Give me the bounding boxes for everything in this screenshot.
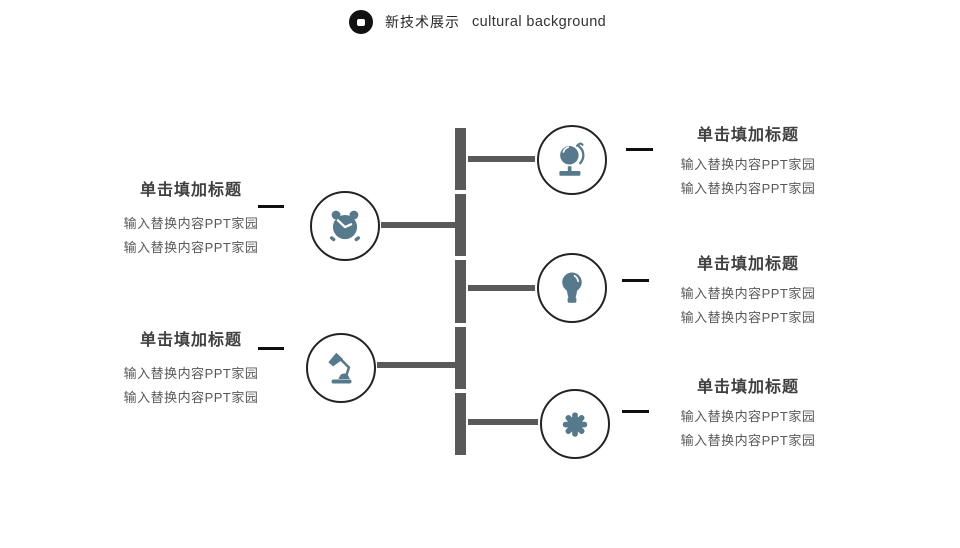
placeholder-body: 输入替换内容PPT家园 输入替换内容PPT家园: [670, 405, 826, 453]
alarm-clock-icon: [324, 205, 366, 247]
connector-line: [377, 362, 456, 368]
placeholder-title: 单击填加标题: [139, 182, 242, 199]
node-circle-gear: [540, 389, 610, 459]
placeholder-body-line: 输入替换内容PPT家园: [680, 433, 816, 448]
text-block-left-1[interactable]: 单击填加标题 输入替换内容PPT家园 输入替换内容PPT家园: [116, 181, 266, 260]
connector-line: [468, 156, 535, 162]
desk-lamp-icon: [320, 347, 362, 389]
timeline-bar: [455, 128, 466, 456]
title-accent-dash: [622, 410, 649, 413]
placeholder-body: 输入替换内容PPT家园 输入替换内容PPT家园: [116, 362, 266, 410]
record-dot-icon: [349, 10, 373, 34]
placeholder-body: 输入替换内容PPT家园 输入替换内容PPT家园: [670, 282, 826, 330]
title-accent-dash: [258, 205, 284, 208]
placeholder-title: 单击填加标题: [696, 127, 799, 144]
connector-line: [468, 285, 535, 291]
text-block-right-1[interactable]: 单击填加标题 输入替换内容PPT家园 输入替换内容PPT家园: [670, 126, 826, 201]
connector-line: [381, 222, 456, 228]
placeholder-body: 输入替换内容PPT家园 输入替换内容PPT家园: [116, 212, 266, 260]
text-block-left-2[interactable]: 单击填加标题 输入替换内容PPT家园 输入替换内容PPT家园: [116, 331, 266, 410]
text-block-right-2[interactable]: 单击填加标题 输入替换内容PPT家园 输入替换内容PPT家园: [670, 255, 826, 330]
timeline-bar-segment: [455, 260, 466, 323]
placeholder-body-line: 输入替换内容PPT家园: [680, 157, 816, 172]
globe-icon: [551, 139, 593, 181]
title-accent-dash: [258, 347, 284, 350]
placeholder-title: 单击填加标题: [696, 379, 799, 396]
node-circle-globe: [537, 125, 607, 195]
placeholder-body-line: 输入替换内容PPT家园: [123, 366, 259, 381]
placeholder-body-line: 输入替换内容PPT家园: [123, 216, 259, 231]
light-bulb-icon: [551, 267, 593, 309]
title-accent-dash: [626, 148, 653, 151]
timeline-bar-segment: [455, 194, 466, 257]
title-accent-dash: [622, 279, 649, 282]
record-dot-inner: [357, 19, 365, 26]
placeholder-body-line: 输入替换内容PPT家园: [680, 310, 816, 325]
placeholder-title: 单击填加标题: [139, 332, 242, 349]
placeholder-body-line: 输入替换内容PPT家园: [123, 390, 259, 405]
node-circle-alarm: [310, 191, 380, 261]
connector-line: [468, 419, 538, 425]
placeholder-body-line: 输入替换内容PPT家园: [680, 181, 816, 196]
timeline-bar-segment: [455, 326, 466, 389]
header-title-cn: 新技术展示: [385, 14, 460, 30]
placeholder-body-line: 输入替换内容PPT家园: [680, 409, 816, 424]
header-title-en: cultural background: [472, 14, 607, 30]
timeline-bar-segment: [455, 392, 466, 456]
gear-icon: [554, 403, 596, 445]
placeholder-body: 输入替换内容PPT家园 输入替换内容PPT家园: [670, 153, 826, 201]
placeholder-title: 单击填加标题: [696, 256, 799, 273]
node-circle-lamp: [306, 333, 376, 403]
text-block-right-3[interactable]: 单击填加标题 输入替换内容PPT家园 输入替换内容PPT家园: [670, 378, 826, 453]
node-circle-bulb: [537, 253, 607, 323]
slide-header: 新技术展示 cultural background: [349, 9, 606, 35]
timeline-bar-segment: [455, 128, 466, 191]
placeholder-body-line: 输入替换内容PPT家园: [680, 286, 816, 301]
placeholder-body-line: 输入替换内容PPT家园: [123, 240, 259, 255]
